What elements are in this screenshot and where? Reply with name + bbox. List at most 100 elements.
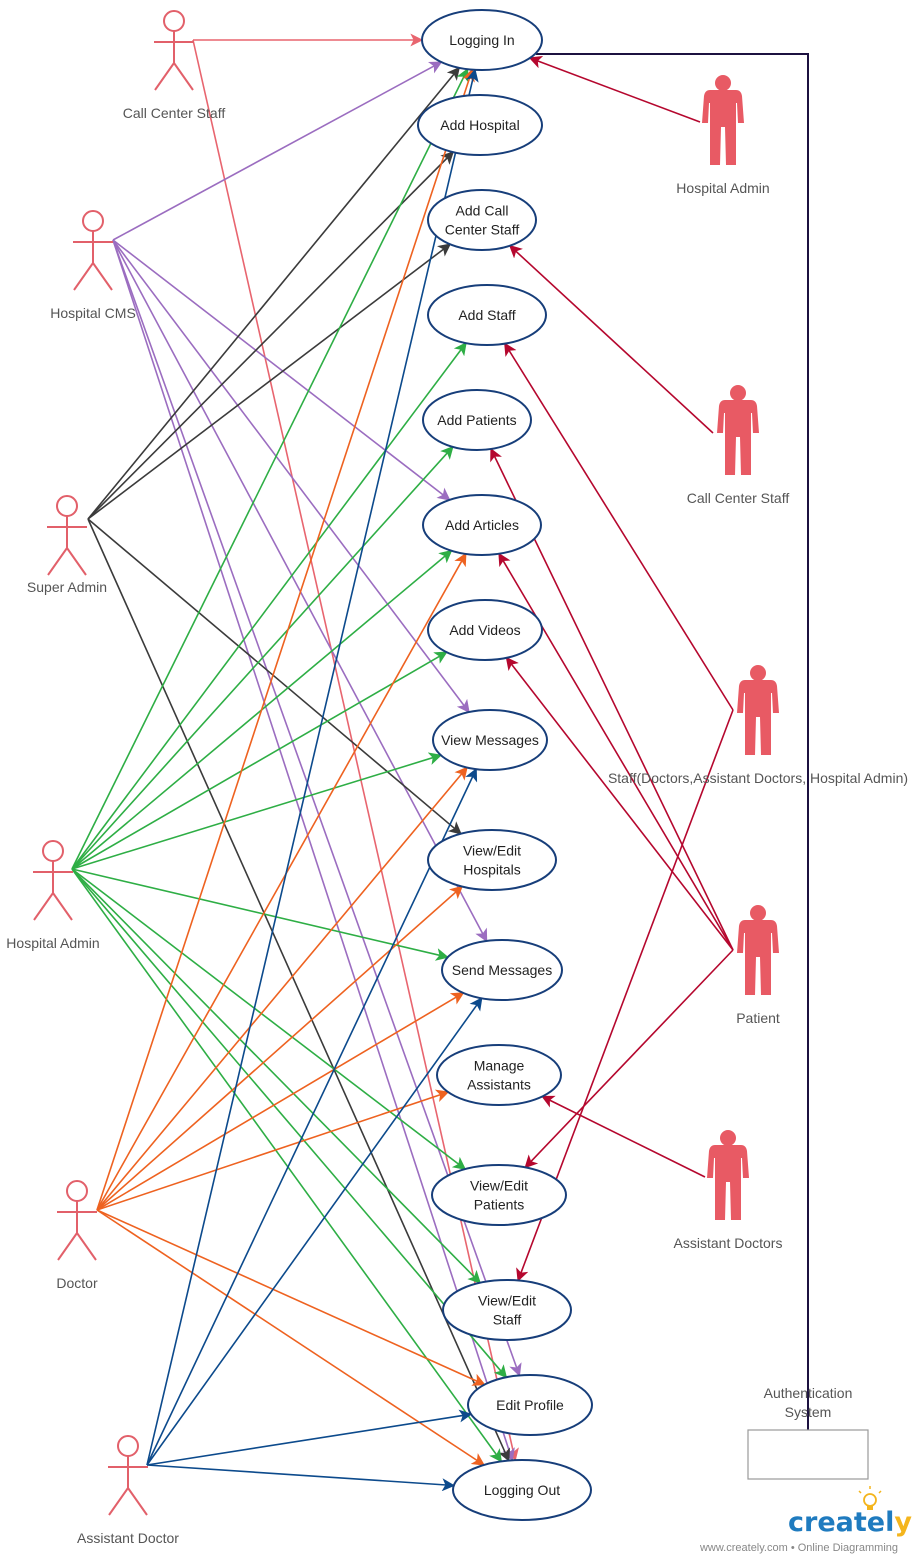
actor-doctor[interactable]: Doctor bbox=[56, 1180, 98, 1291]
actor-super-admin[interactable]: Super Admin bbox=[27, 495, 107, 595]
edge-hospital_admin-send_messages bbox=[71, 868, 449, 961]
use-case-oval bbox=[427, 189, 537, 251]
use-case-label: Patients bbox=[474, 1197, 525, 1213]
edge-patient_r-view_edit_patients bbox=[524, 949, 734, 1169]
actor-label: Hospital Admin bbox=[676, 180, 769, 196]
edge-staff_r-add_staff bbox=[504, 342, 734, 711]
use-case-label: Assistants bbox=[467, 1077, 531, 1093]
use-case-label: Center Staff bbox=[445, 222, 520, 238]
edge-hospital_admin_r-logging_in bbox=[528, 56, 701, 123]
use-case-label: Edit Profile bbox=[496, 1397, 564, 1413]
edge-hospital_cms-logging_in bbox=[112, 61, 443, 241]
use-case-add-patients[interactable]: Add Patients bbox=[422, 389, 532, 451]
actor-assistant-doctor[interactable]: Assistant Doctor bbox=[77, 1435, 179, 1546]
stick-figure-icon bbox=[47, 495, 87, 576]
person-icon bbox=[717, 385, 759, 475]
actor-call-center-staff[interactable]: Call Center Staff bbox=[123, 10, 226, 121]
use-case-label: Add Call bbox=[456, 203, 509, 219]
use-case-oval bbox=[452, 1459, 592, 1521]
use-case-add-hospital[interactable]: Add Hospital bbox=[417, 94, 543, 156]
stick-figure-icon bbox=[57, 1180, 97, 1261]
use-case-label: View/Edit bbox=[478, 1293, 536, 1309]
actor-label: Hospital Admin bbox=[6, 935, 99, 951]
actor-label: Assistant Doctors bbox=[674, 1235, 783, 1251]
edge-hospital_admin-edit_profile bbox=[71, 868, 508, 1379]
use-case-edit-profile[interactable]: Edit Profile bbox=[467, 1374, 593, 1436]
edge-doctor-logging_in bbox=[96, 68, 475, 1211]
edge-hospital_cms-logging_out bbox=[112, 239, 515, 1462]
use-case-view-messages[interactable]: View Messages bbox=[432, 709, 548, 771]
auth-system-box bbox=[747, 1429, 869, 1480]
edge-doctor-view_messages bbox=[96, 766, 468, 1211]
use-case-label: Add Videos bbox=[449, 622, 520, 638]
use-case-label: Manage bbox=[474, 1058, 525, 1074]
use-case-send-messages[interactable]: Send Messages bbox=[441, 939, 563, 1001]
actor-label: Patient bbox=[736, 1010, 780, 1026]
use-case-oval bbox=[427, 284, 547, 346]
use-case-oval bbox=[421, 9, 543, 71]
actor-label: Doctor bbox=[56, 1275, 98, 1291]
edge-doctor-logging_out bbox=[96, 1209, 486, 1466]
edge-assistant_doctor-logging_in bbox=[146, 68, 479, 1466]
use-case-oval bbox=[441, 939, 563, 1001]
stick-figure-icon bbox=[73, 210, 113, 291]
use-case-oval bbox=[422, 389, 532, 451]
use-case-label: Staff bbox=[493, 1312, 522, 1328]
stick-figure-icon bbox=[154, 10, 194, 91]
lightbulb-icon bbox=[858, 1486, 882, 1510]
edge-super_admin-view_edit_hospitals bbox=[87, 518, 462, 835]
use-case-add-articles[interactable]: Add Articles bbox=[422, 494, 542, 556]
use-case-label: Send Messages bbox=[452, 962, 552, 978]
edge-doctor-edit_profile bbox=[96, 1209, 486, 1386]
actor-hospital-admin[interactable]: Hospital Admin bbox=[6, 840, 100, 951]
actor-label: Hospital CMS bbox=[50, 305, 136, 321]
use-case-label: Add Articles bbox=[445, 517, 519, 533]
auth-system-title-line-1: Authentication bbox=[764, 1385, 853, 1401]
use-case-add-videos[interactable]: Add Videos bbox=[427, 599, 543, 661]
edge-hospital_cms-send_messages bbox=[112, 239, 488, 943]
use-case-oval bbox=[431, 1164, 567, 1226]
person-icon bbox=[737, 905, 779, 995]
actor-label: Assistant Doctor bbox=[77, 1530, 179, 1546]
edge-call_center_staff-logging_out bbox=[192, 39, 519, 1462]
use-case-oval bbox=[427, 829, 557, 891]
use-case-logging-in[interactable]: Logging In bbox=[421, 9, 543, 71]
actor-staff-r[interactable]: Staff(Doctors,Assistant Doctors, Hospita… bbox=[608, 665, 908, 786]
edge-hospital_admin-add_staff bbox=[71, 341, 467, 870]
use-case-label: Add Hospital bbox=[440, 117, 519, 133]
edge-hospital_admin-add_patients bbox=[71, 445, 454, 870]
use-case-oval bbox=[436, 1044, 562, 1106]
edge-super_admin-logging_in bbox=[87, 66, 461, 520]
actor-hospital-cms[interactable]: Hospital CMS bbox=[50, 210, 136, 321]
use-case-label: View Messages bbox=[441, 732, 539, 748]
edge-doctor-manage_assistants bbox=[96, 1089, 450, 1211]
auth-connector-line bbox=[536, 53, 809, 1430]
use-case-oval bbox=[417, 94, 543, 156]
use-case-logging-out[interactable]: Logging Out bbox=[452, 1459, 592, 1521]
edge-hospital_admin-view_edit_patients bbox=[71, 868, 467, 1170]
actor-patient-r[interactable]: Patient bbox=[736, 905, 780, 1026]
edge-hospital_admin-logging_in bbox=[71, 67, 469, 870]
edge-super_admin-add_hospital bbox=[87, 151, 455, 520]
edge-hospital_admin-add_videos bbox=[71, 651, 448, 870]
edge-hospital_cms-add_articles bbox=[112, 239, 451, 501]
edge-hospital_cms-view_messages bbox=[112, 239, 470, 714]
edge-hospital_admin-logging_out bbox=[71, 868, 503, 1463]
actor-label: Call Center Staff bbox=[687, 490, 790, 506]
creately-watermark: creately www.creately.com • Online Diagr… bbox=[699, 1486, 912, 1554]
use-case-add-staff[interactable]: Add Staff bbox=[427, 284, 547, 346]
actor-assistant-doctors-r[interactable]: Assistant Doctors bbox=[674, 1130, 783, 1251]
actor-call-center-staff-r[interactable]: Call Center Staff bbox=[687, 385, 790, 506]
use-case-label: Hospitals bbox=[463, 862, 521, 878]
use-case-label: Logging In bbox=[449, 32, 514, 48]
edge-patient_r-add_videos bbox=[505, 656, 734, 951]
edge-assistant_doctor-edit_profile bbox=[146, 1409, 473, 1466]
actor-hospital-admin-r[interactable]: Hospital Admin bbox=[676, 75, 770, 196]
